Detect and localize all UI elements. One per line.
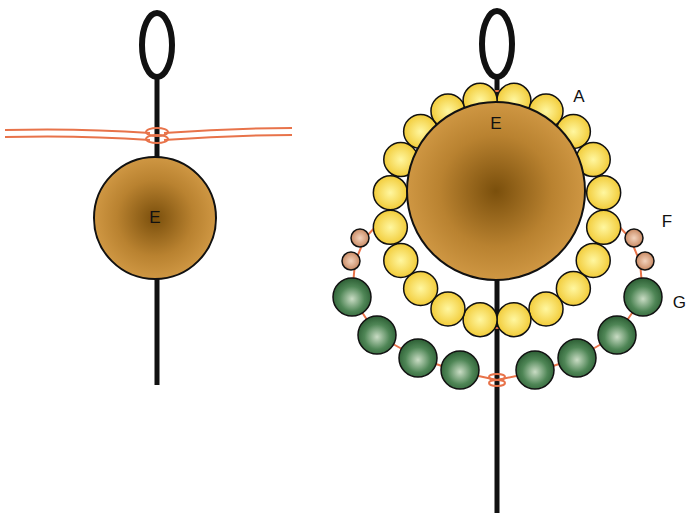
green-bead [358,316,396,354]
callout-letter: G [673,293,686,313]
thread [5,128,292,140]
yellow-bead [587,210,621,244]
green-bead [516,351,554,389]
yellow-bead [384,243,418,277]
small-bead [351,229,369,247]
small-bead [342,252,360,270]
green-bead [441,351,479,389]
yellow-bead [373,176,407,210]
pin-loop [482,11,512,77]
large-bead: E [93,156,217,280]
green-bead [399,339,437,377]
callout-letter: F [662,212,672,232]
yellow-bead [529,292,563,326]
green-bead [598,316,636,354]
callout-letter: A [573,87,584,107]
yellow-bead [497,303,531,337]
green-bead [558,339,596,377]
thread [352,97,643,380]
green-bead [624,278,662,316]
small-bead [636,252,654,270]
thread-wrap [146,135,168,143]
yellow-bead [587,176,621,210]
yellow-bead [576,243,610,277]
yellow-bead [404,271,438,305]
yellow-bead [373,210,407,244]
pin-loop [142,13,172,77]
green-bead [333,278,371,316]
yellow-bead [463,303,497,337]
large-bead: E [406,101,586,281]
bead-letter: E [408,114,584,134]
small-bead [625,229,643,247]
thread [389,99,605,321]
thread-wrap [489,380,505,386]
bead-letter: E [95,208,215,228]
